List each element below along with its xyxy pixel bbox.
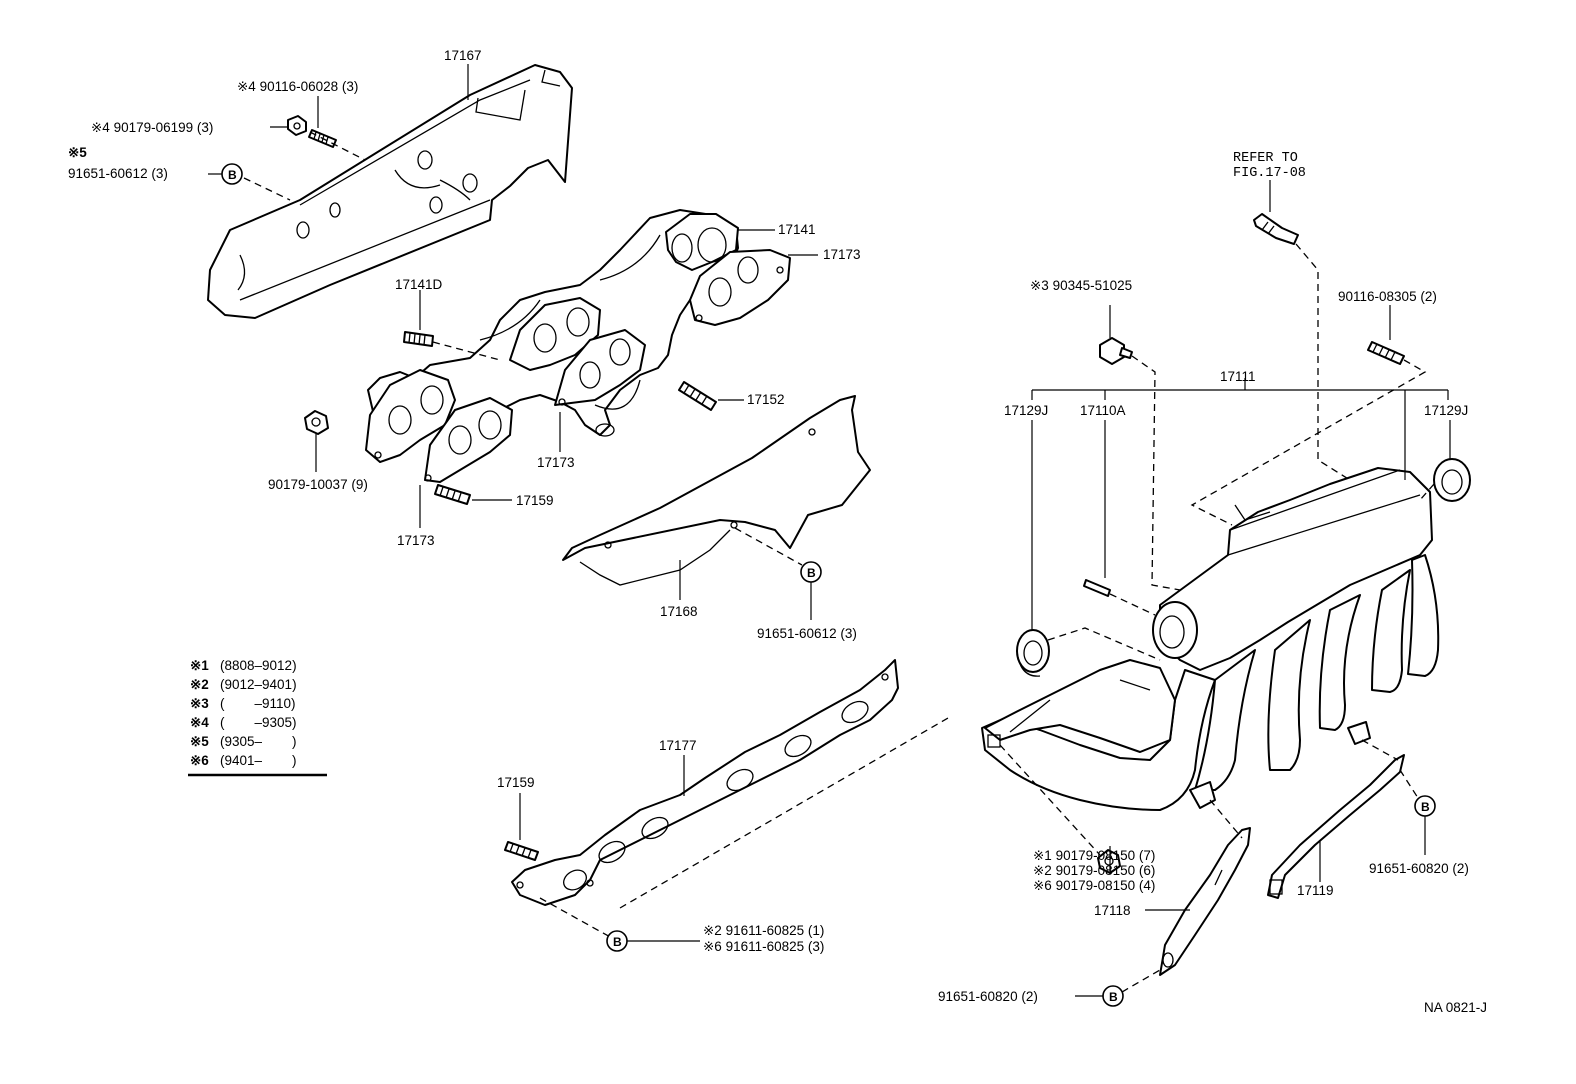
sensor-refer-fig-17-08	[1253, 213, 1299, 245]
label-17159-a: 17159	[516, 493, 554, 508]
label-17173-c: 17173	[397, 533, 435, 548]
heat-insulator-17167	[207, 64, 573, 319]
figure-code: NA 0821-J	[1424, 1000, 1487, 1015]
label-91611-60825-note6: ※6 91611-60825 (3)	[703, 939, 824, 954]
label-91651-60820-right: 91651-60820 (2)	[1369, 861, 1469, 876]
label-17141D: 17141D	[395, 277, 443, 292]
label-note5: ※5	[68, 145, 87, 160]
label-17111: 17111	[1220, 369, 1256, 384]
label-17141: 17141	[778, 222, 816, 237]
label-91651-60820-bottom: 91651-60820 (2)	[938, 989, 1038, 1004]
legend-mark-3: ※3	[190, 696, 209, 711]
stud-90116-08305	[1367, 341, 1405, 365]
label-17129J-left: 17129J	[1004, 403, 1048, 418]
svg-text:B: B	[807, 566, 816, 580]
legend-range-2: (9012–9401)	[220, 677, 297, 692]
legend-range-3: ( –9110)	[220, 696, 296, 711]
label-17173-b: 17173	[537, 455, 575, 470]
stay-17118	[1159, 827, 1251, 976]
label-17173-a: 17173	[823, 247, 861, 262]
stud-17152	[678, 381, 717, 411]
legend-range-4: ( –9305)	[220, 715, 297, 730]
nut-90179-08150	[1097, 849, 1121, 874]
label-17119: 17119	[1297, 883, 1334, 898]
label-17168: 17168	[660, 604, 698, 619]
label-17177: 17177	[659, 738, 697, 753]
svg-text:B: B	[228, 168, 237, 182]
label-90179-10037: 90179-10037 (9)	[268, 477, 368, 492]
bolt-b-91611-60825: B	[606, 930, 628, 952]
bolt-b-91651-60612-top: B	[221, 163, 243, 185]
svg-text:B: B	[1421, 800, 1430, 814]
svg-text:B: B	[613, 935, 622, 949]
label-17152: 17152	[747, 392, 785, 407]
gasket-17173-middle	[509, 297, 646, 406]
svg-text:B: B	[1109, 990, 1118, 1004]
gasket-17177	[511, 659, 899, 906]
intake-manifold-17111	[981, 467, 1440, 811]
legend-range-5: (9305– )	[220, 734, 297, 749]
stay-17119	[1267, 754, 1405, 899]
legend-range-6: (9401– )	[220, 753, 297, 768]
insulator-gasket-17168	[562, 395, 871, 586]
label-90116-08305: 90116-08305 (2)	[1338, 289, 1437, 304]
stud-17159-lower	[504, 841, 539, 861]
label-17118: 17118	[1094, 903, 1131, 918]
nut-90179-06199	[287, 115, 307, 136]
legend-mark-1: ※1	[190, 658, 209, 673]
bolt-b-91651-60820-right: B	[1414, 795, 1436, 817]
legend-range-1: (8808–9012)	[220, 658, 297, 673]
label-91651-60612-top: 91651-60612 (3)	[68, 166, 168, 181]
label-17167: 17167	[444, 48, 482, 63]
applicability-legend: ※1 (8808–9012) ※2 (9012–9401) ※3 ( –9110…	[188, 658, 327, 777]
label-fig-17-08: FIG.17-08	[1233, 166, 1306, 181]
label-90116-06028: ※4 90116-06028 (3)	[237, 79, 358, 94]
label-17129J-right: 17129J	[1424, 403, 1468, 418]
legend-mark-5: ※5	[190, 734, 209, 749]
stud-17110A	[1083, 579, 1111, 597]
label-17110A: 17110A	[1080, 403, 1126, 418]
bolt-90345-51025	[1099, 337, 1133, 365]
gasket-17173-upper	[665, 213, 791, 326]
label-91651-60612-mid: 91651-60612 (3)	[757, 626, 857, 641]
label-90179-08150-note1: ※1 90179-08150 (7)	[1033, 848, 1155, 863]
legend-mark-6: ※6	[190, 753, 209, 768]
legend-mark-2: ※2	[190, 677, 209, 692]
legend-mark-4: ※4	[190, 715, 209, 730]
bolt-b-91651-60612-mid: B	[800, 561, 822, 583]
label-refer-to: REFER TO	[1233, 151, 1298, 166]
label-91611-60825-note2: ※2 91611-60825 (1)	[703, 923, 824, 938]
seal-17129J-left	[1016, 629, 1050, 677]
seal-17129J-right	[1433, 458, 1471, 502]
label-90179-08150-note6: ※6 90179-08150 (4)	[1033, 878, 1155, 893]
stud-17159-upper	[434, 484, 471, 505]
nut-90179-10037	[304, 410, 329, 435]
gasket-17173-left	[365, 369, 513, 483]
label-17159-b: 17159	[497, 775, 535, 790]
label-90345-51025: ※3 90345-51025	[1030, 278, 1132, 293]
stud-17141D	[403, 331, 434, 347]
label-90179-08150-note2: ※2 90179-08150 (6)	[1033, 863, 1155, 878]
bolt-b-91651-60820-bottom: B	[1102, 985, 1124, 1007]
label-90179-06199: ※4 90179-06199 (3)	[91, 120, 213, 135]
